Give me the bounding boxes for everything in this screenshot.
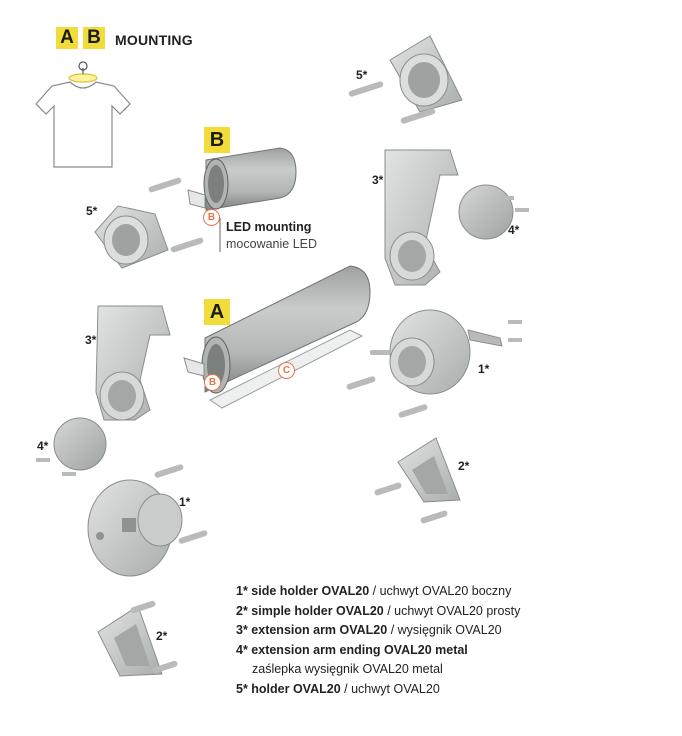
legend-code: 5* holder OVAL20 xyxy=(236,681,341,696)
badge-b-small-2: B xyxy=(204,374,221,391)
legend-desc: / uchwyt OVAL20 xyxy=(340,681,440,696)
page-title: MOUNTING xyxy=(115,32,193,48)
legend-code: 3* extension arm OVAL20 xyxy=(236,623,388,637)
legend-code: 2* simple holder OVAL20 xyxy=(236,603,384,618)
badge-b-small-1: B xyxy=(203,209,220,226)
badge-a-large: A xyxy=(204,299,230,325)
holder-5-top xyxy=(348,35,463,124)
legend-row: 3* extension arm OVAL20 / wysięgnik OVAL… xyxy=(236,621,520,641)
led-label-pl: mocowanie LED xyxy=(226,237,318,251)
legend-code: 1* side holder OVAL20 xyxy=(236,584,370,598)
legend-row: 1* side holder OVAL20 / uchwyt OVAL20 bo… xyxy=(236,582,520,602)
callout-5-left: 5* xyxy=(86,204,98,218)
legend-desc: / uchwyt OVAL20 prosty xyxy=(383,603,521,618)
legend-row: 5* holder OVAL20 / uchwyt OVAL20 xyxy=(236,680,520,700)
callout-2-left: 2* xyxy=(156,629,168,643)
callout-3-left: 3* xyxy=(85,333,97,347)
simple-holder-2-right xyxy=(374,437,461,524)
callout-1-right: 1* xyxy=(478,362,490,376)
callout-2-right: 2* xyxy=(458,459,470,473)
led-mounting-label: LED mounting mocowanie LED xyxy=(226,219,317,253)
extension-arm-3-left xyxy=(36,305,171,476)
side-holder-1-right xyxy=(346,309,522,418)
extension-arm-3-right xyxy=(384,149,529,286)
simple-holder-2-left xyxy=(97,600,178,677)
led-label-en: LED mounting xyxy=(226,220,312,234)
side-holder-1-left xyxy=(87,464,208,577)
callout-4-right: 4* xyxy=(508,223,520,237)
callout-4-left: 4* xyxy=(37,439,49,453)
callout-1-left: 1* xyxy=(179,495,191,509)
callout-3-right: 3* xyxy=(372,173,384,187)
header-badge-a: A xyxy=(56,27,78,49)
parts-legend: 1* side holder OVAL20 / uchwyt OVAL20 bo… xyxy=(236,582,520,699)
profile-b xyxy=(187,147,297,252)
callout-5-top: 5* xyxy=(356,68,368,82)
badge-c-small: C xyxy=(278,362,295,379)
legend-desc: zaślepka wysięgnik OVAL20 metal xyxy=(252,662,443,676)
legend-desc: / wysięgnik OVAL20 xyxy=(387,623,502,637)
legend-row: zaślepka wysięgnik OVAL20 metal xyxy=(236,660,520,680)
header-badge-b: B xyxy=(83,27,105,49)
badge-b-large: B xyxy=(204,127,230,153)
tshirt-icon xyxy=(35,61,131,168)
legend-row: 2* simple holder OVAL20 / uchwyt OVAL20 … xyxy=(236,602,520,622)
legend-desc: / uchwyt OVAL20 boczny xyxy=(369,584,512,598)
holder-5-left xyxy=(94,177,204,269)
legend-code: 4* extension arm ending OVAL20 metal xyxy=(236,642,468,657)
legend-row: 4* extension arm ending OVAL20 metal xyxy=(236,641,520,661)
